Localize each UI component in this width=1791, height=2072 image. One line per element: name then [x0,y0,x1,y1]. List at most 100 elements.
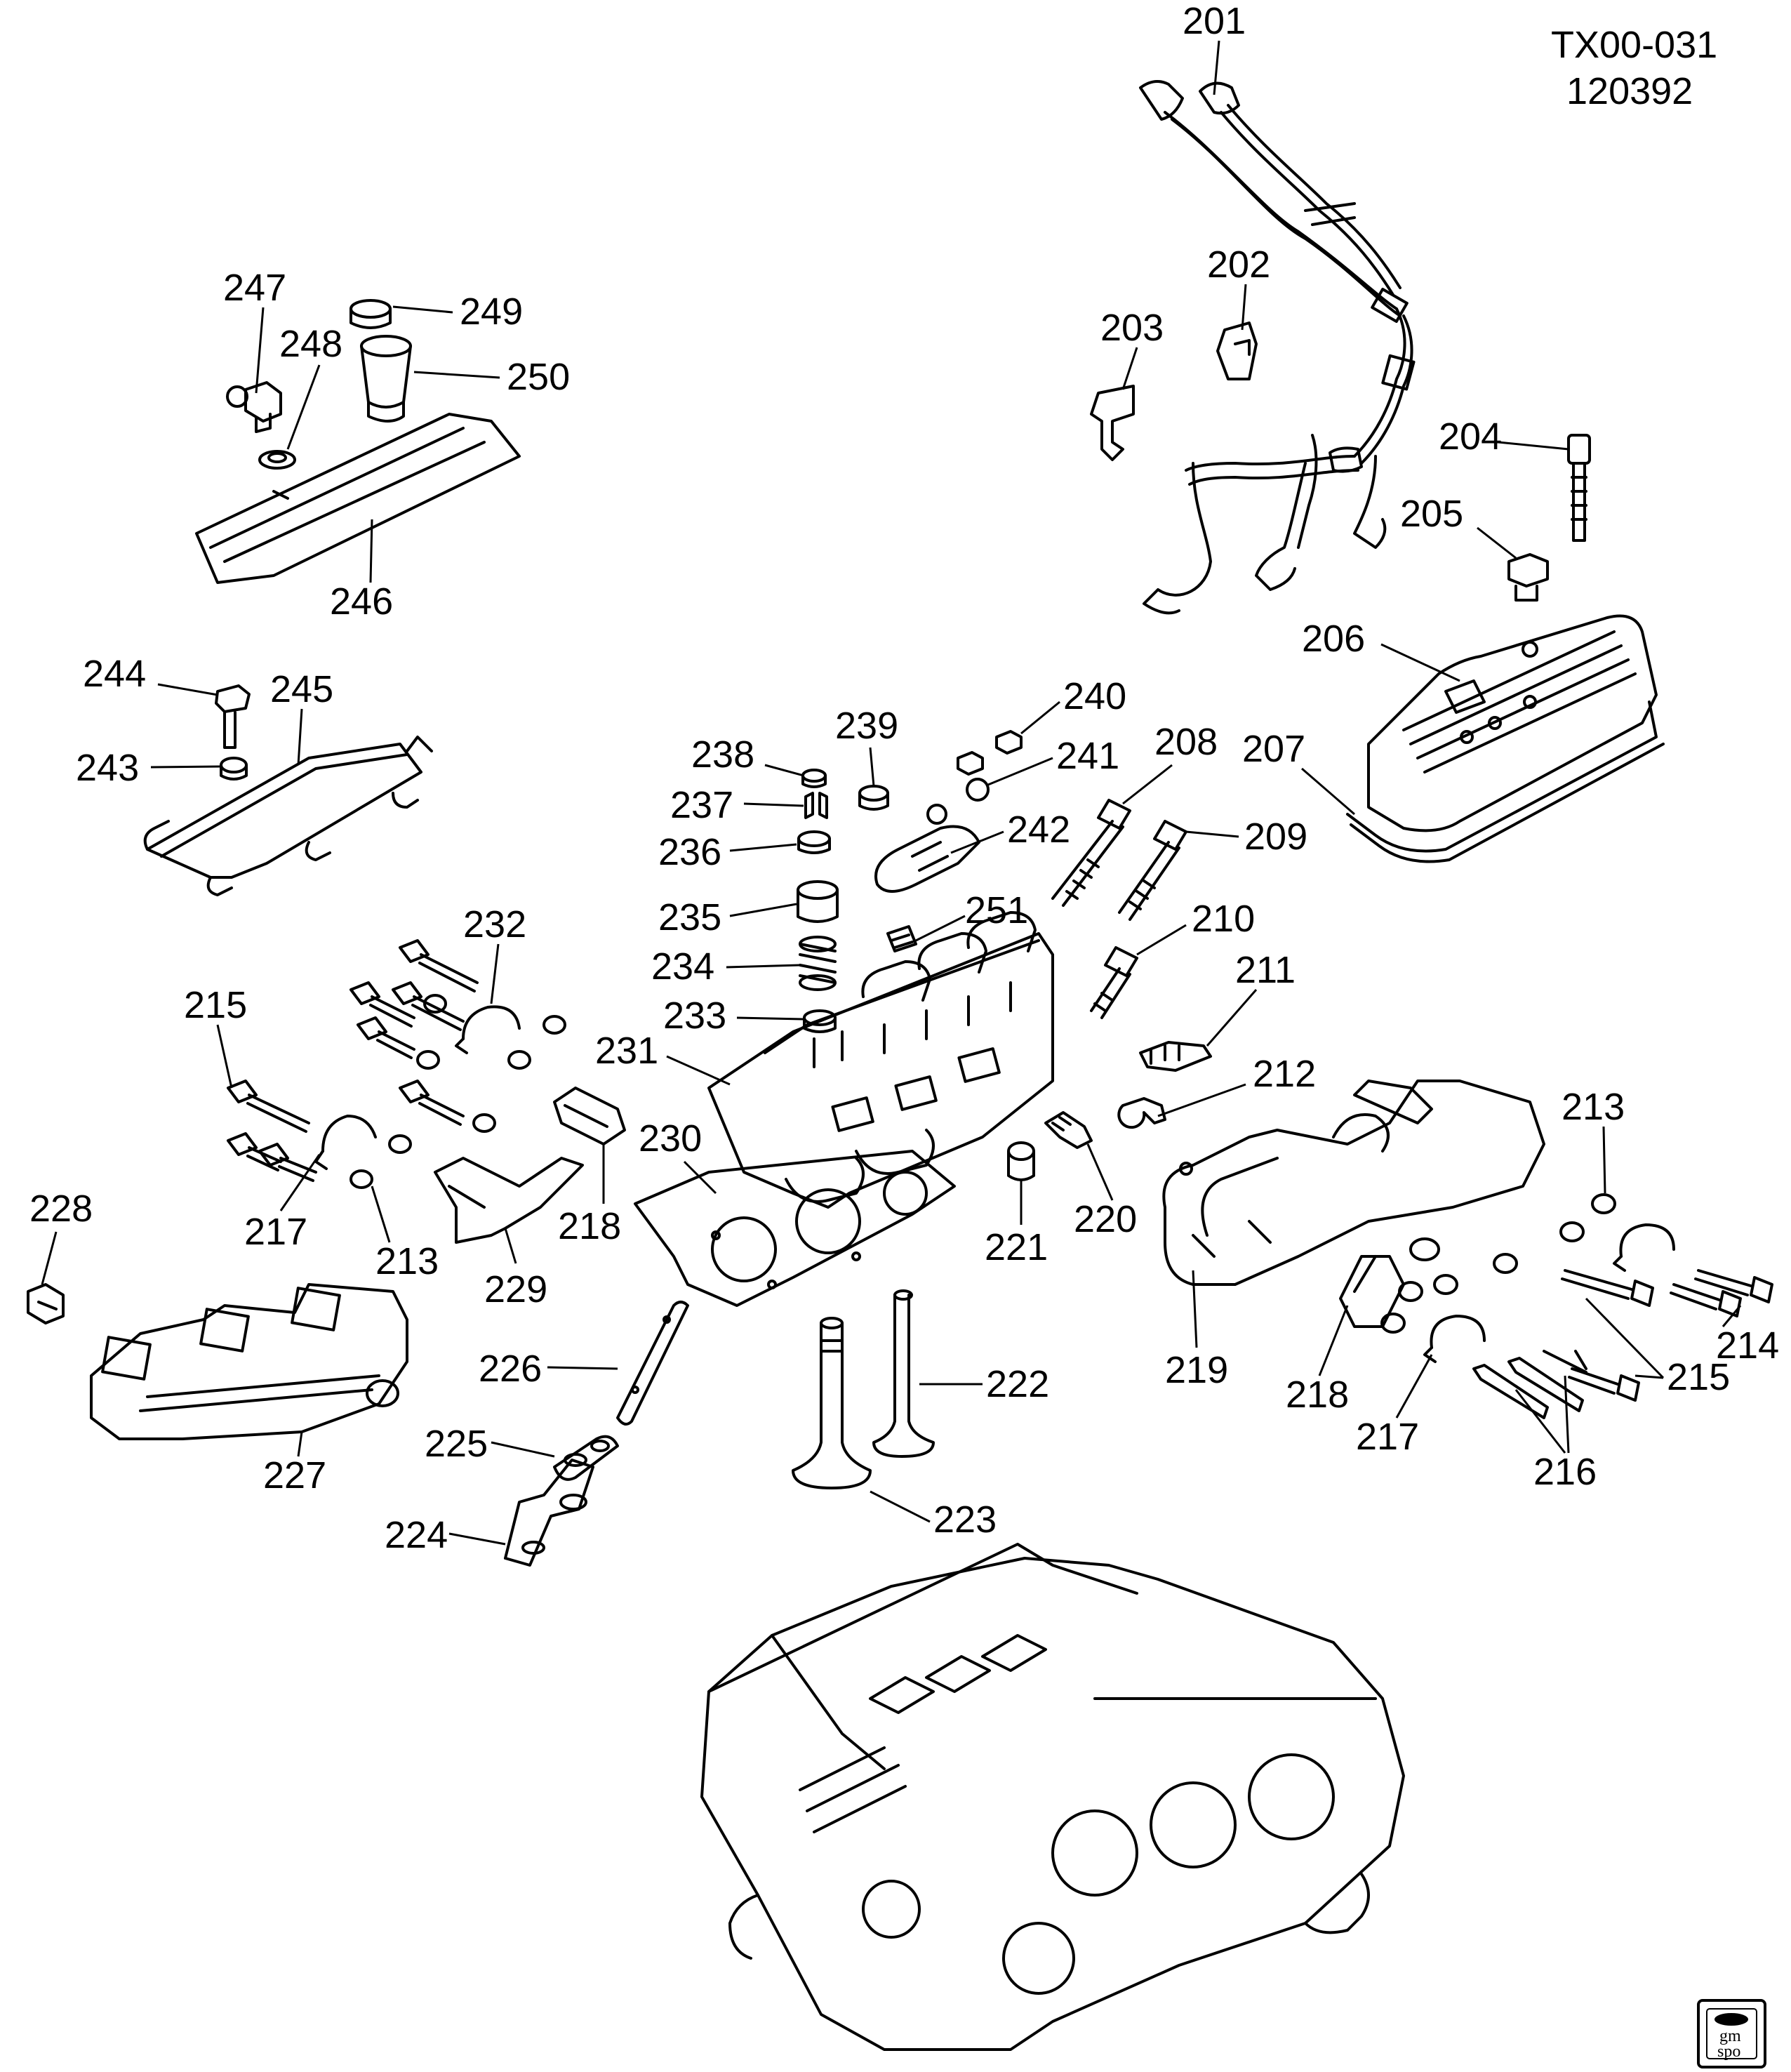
callout-236: 236 [658,831,721,873]
callout-235: 235 [658,896,721,938]
callout-230: 230 [639,1117,702,1160]
callout-242: 242 [1007,809,1070,851]
bracket-229 [434,1157,584,1244]
spark-plug-wire-harness [1139,80,1416,615]
spark-plug-shield-217-left [314,1115,377,1170]
callout-215-right: 215 [1667,1356,1730,1398]
cylinder-head-gasket-230 [634,1150,956,1307]
callout-231: 231 [595,1030,658,1072]
callout-248: 248 [279,323,342,365]
spacer-243 [220,757,248,781]
valve-spring-234 [799,936,837,991]
callout-229: 229 [484,1268,547,1310]
exhaust-manifold-bolts-right [1472,1269,1773,1419]
callout-215-left: 215 [184,984,247,1026]
callout-226: 226 [479,1348,542,1390]
callout-218-right: 218 [1286,1374,1349,1416]
callout-243: 243 [76,747,139,789]
callout-212: 212 [1253,1053,1316,1095]
callout-224: 224 [385,1514,448,1556]
callout-218-left: 218 [558,1205,621,1247]
callout-205: 205 [1400,493,1463,535]
heat-shield-218-left [553,1087,626,1145]
callout-203: 203 [1100,307,1164,349]
pcv-grommet [1507,553,1549,602]
heat-stove-plug-228 [27,1283,65,1324]
callout-232: 232 [463,903,526,945]
oil-filler-cap-249 [349,299,392,329]
wire-clip-202 [1216,321,1258,380]
logo-line1: gm [1719,2027,1741,2045]
diagram-date: 120392 [1566,70,1693,112]
callout-244: 244 [83,653,146,695]
cylinder-head-bolt-long-209 [1118,820,1187,921]
lifter-retainer-225 [553,1435,619,1481]
bolt-244 [215,684,251,749]
callout-227: 227 [263,1454,326,1496]
callout-210: 210 [1192,898,1255,940]
plug-221 [1007,1141,1035,1181]
spark-plug-wire-bracket-245 [143,736,433,896]
callout-208: 208 [1154,721,1218,763]
logo-line2: spo [1717,2043,1740,2061]
diagram-code: TX00-031 [1551,24,1717,66]
callout-238: 238 [691,733,754,776]
spark-plug-shield-217-right [1423,1223,1675,1363]
callout-221: 221 [985,1226,1048,1268]
callout-240: 240 [1063,675,1126,717]
callout-213-left: 213 [375,1240,439,1282]
exhaust-manifold-bolts-left [227,939,479,1182]
callout-239: 239 [835,705,898,747]
cylinder-head-bolt-short-210 [1090,946,1138,1019]
callout-245: 245 [270,668,333,710]
pushrod-guide-251 [886,925,917,952]
callout-219: 219 [1165,1349,1228,1391]
fitting-220 [1044,1111,1093,1149]
intake-valve-222 [872,1289,935,1458]
callout-233: 233 [663,995,726,1037]
rocker-cover-bolt [1567,434,1591,542]
callout-223: 223 [933,1499,997,1541]
cylinder-head-231 [707,911,1054,1209]
callout-202: 202 [1207,244,1270,286]
coolant-plug-212 [1117,1097,1166,1129]
valve-keys-237 [804,792,828,819]
hydraulic-lifter-224 [504,1459,594,1567]
rocker-arm-cover-right [1367,614,1658,832]
callout-207: 207 [1242,728,1305,770]
callout-234: 234 [651,945,714,988]
exhaust-manifold-right [1162,1080,1545,1286]
rocker-arm-242 [874,825,980,893]
callout-214: 214 [1716,1324,1779,1367]
callouts: 201 202 203 204 205 206 207 208 209 210 … [29,0,1779,1556]
exhaust-manifold-left [90,1283,408,1440]
valve-spring-cap-238 [801,769,827,788]
callout-246: 246 [330,580,393,623]
callout-249: 249 [460,291,523,333]
lifter-guide-226 [616,1301,689,1426]
grommet-248 [258,450,296,470]
rocker-arm-nut-239 [858,785,889,811]
heat-shield-218-right [1339,1255,1405,1328]
callout-206: 206 [1302,618,1365,660]
wire-bracket-203 [1090,385,1135,461]
washers-213-right [1380,1193,1616,1334]
pcv-valve-elbow-247 [226,381,282,433]
callout-209: 209 [1244,816,1307,858]
rocker-ball-241 [926,778,990,825]
callout-204: 204 [1439,416,1502,458]
exhaust-valve-223 [792,1317,872,1489]
callout-220: 220 [1074,1198,1137,1240]
callout-251: 251 [965,889,1028,931]
callout-222: 222 [986,1363,1049,1405]
gm-spo-logo: gm spo [1697,1999,1766,2068]
cylinder-head-bolt-long-208 [1051,799,1131,907]
callout-216: 216 [1533,1451,1597,1493]
rocker-nut-240 [957,730,1023,776]
callout-217-left: 217 [244,1211,307,1253]
rocker-arm-cover-left [195,413,521,584]
callout-225: 225 [425,1423,488,1465]
callout-213-right: 213 [1562,1086,1625,1128]
callout-211: 211 [1235,949,1296,991]
